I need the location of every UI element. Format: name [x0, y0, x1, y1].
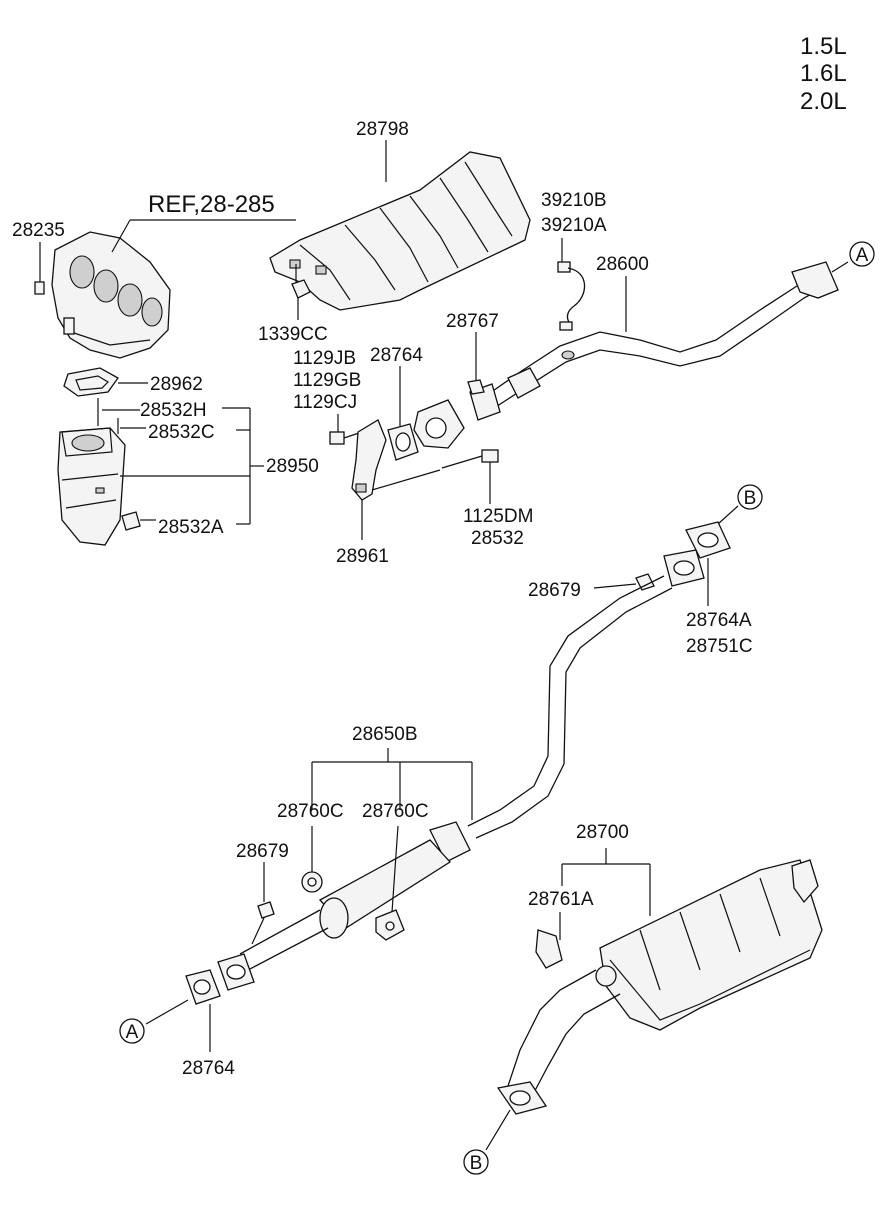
callout-a-top: A	[849, 241, 875, 267]
label-1129gb: 1129GB	[293, 370, 361, 391]
manifold-nut-28235	[34, 281, 45, 295]
muffler-assembly-28700	[496, 859, 823, 1115]
label-28761a: 28761A	[528, 889, 594, 910]
engine-variant-1: 1.5L	[800, 33, 847, 60]
label-28700: 28700	[576, 822, 629, 843]
callout-b-bottom: B	[463, 1149, 489, 1175]
label-28235: 28235	[12, 220, 65, 241]
nut-28679-lower	[257, 901, 275, 919]
nut-28679-upper	[635, 573, 655, 591]
label-1129jb: 1129JB	[293, 348, 356, 369]
bracket-28961	[351, 419, 387, 501]
callout-b-bottom-letter: B	[470, 1153, 483, 1174]
label-28764-lower: 28764	[182, 1058, 235, 1079]
reference-label: REF,28-285	[148, 191, 275, 218]
gasket-28764a	[685, 521, 731, 559]
heat-protector-28798	[269, 151, 531, 311]
callout-a-bottom-letter: A	[126, 1022, 139, 1043]
label-39210a: 39210A	[541, 215, 607, 236]
callout-b-top-letter: B	[744, 488, 757, 509]
manifold-gasket-28962	[63, 367, 119, 397]
label-28532: 28532	[471, 528, 524, 549]
hanger-28760c-left	[301, 871, 323, 893]
label-28532c: 28532C	[148, 422, 215, 443]
label-1125dm: 1125DM	[463, 506, 533, 527]
label-28764-upper: 28764	[370, 345, 423, 366]
label-28679-upper: 28679	[528, 580, 581, 601]
hanger-28760c-right	[375, 909, 405, 941]
gasket-28764-lower	[185, 969, 221, 1005]
label-28767: 28767	[446, 311, 499, 332]
label-28961: 28961	[336, 546, 389, 567]
label-28600: 28600	[596, 254, 649, 275]
label-28679-lower: 28679	[236, 841, 289, 862]
callout-a-top-letter: A	[856, 245, 869, 266]
label-28760c-right: 28760C	[362, 801, 429, 822]
gasket-28764-upper	[387, 423, 419, 461]
heat-protector-nut-1339cc	[291, 279, 311, 299]
engine-variant-list: 1.5L 1.6L 2.0L	[800, 33, 847, 115]
bolt-1125dm	[441, 449, 499, 469]
nut-28767	[467, 379, 485, 395]
exhaust-manifold	[51, 231, 171, 359]
catalytic-converter-28950	[57, 427, 126, 546]
front-pipe-28600	[413, 261, 839, 449]
converter-bolt-28532a	[121, 511, 156, 531]
engine-variant-3: 2.0L	[800, 88, 847, 115]
label-28532a: 28532A	[158, 517, 224, 538]
label-1339cc: 1339CC	[258, 324, 328, 345]
oxygen-sensor	[557, 261, 586, 331]
label-28650b: 28650B	[352, 724, 418, 745]
flange-center-pipe	[663, 549, 705, 587]
callout-b-top: B	[737, 484, 763, 510]
label-28764a: 28764A	[686, 610, 752, 631]
label-39210b: 39210B	[541, 190, 607, 211]
label-28532h: 28532H	[140, 400, 207, 421]
label-28798: 28798	[356, 119, 409, 140]
engine-variant-2: 1.6L	[800, 60, 847, 87]
label-28751c: 28751C	[686, 636, 753, 657]
label-28950: 28950	[266, 456, 319, 477]
label-28962: 28962	[150, 374, 203, 395]
callout-a-bottom: A	[119, 1018, 145, 1044]
label-28760c-left: 28760C	[277, 801, 344, 822]
label-1129cj: 1129CJ	[293, 392, 357, 413]
center-pipe-28650b	[217, 575, 673, 991]
